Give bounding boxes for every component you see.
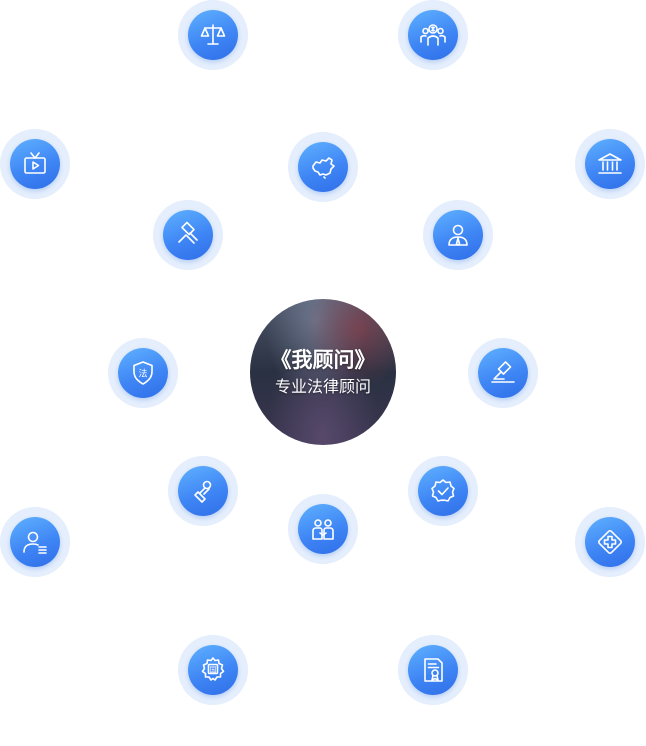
law-shield-text: 法 xyxy=(138,368,147,380)
finance-team-icon-glyph xyxy=(420,24,446,46)
tv-play-icon-glyph xyxy=(24,152,46,174)
china-map-icon-glyph xyxy=(312,157,335,179)
bank-building-icon[interactable] xyxy=(575,129,645,199)
gavel-icon-glyph xyxy=(178,221,198,244)
gavel-icon[interactable] xyxy=(153,200,223,270)
lawyer-icon[interactable] xyxy=(423,200,493,270)
user-list-icon-glyph xyxy=(23,531,47,554)
auction-hammer-icon[interactable] xyxy=(468,338,538,408)
bank-building-icon-circle xyxy=(585,139,635,189)
law-shield-icon[interactable]: 法 xyxy=(108,338,178,408)
stamp-icon-glyph xyxy=(194,480,212,503)
medical-cross-icon[interactable] xyxy=(575,507,645,577)
scales-icon[interactable] xyxy=(178,0,248,70)
certificate-icon-circle xyxy=(408,645,458,695)
brand-title: 《我顾问》 xyxy=(270,347,376,372)
verified-badge-icon-glyph xyxy=(431,479,455,502)
certificate-icon[interactable] xyxy=(398,635,468,705)
user-list-icon-circle xyxy=(10,517,60,567)
center-brand-circle[interactable]: 《我顾问》 专业法律顾问 xyxy=(250,299,396,445)
medical-cross-icon-circle xyxy=(585,517,635,567)
bank-building-icon-glyph xyxy=(598,153,622,174)
china-map-icon-circle xyxy=(298,142,348,192)
national-emblem-icon-circle: 国 xyxy=(188,645,238,695)
finance-team-icon[interactable] xyxy=(398,0,468,70)
partners-icon-circle xyxy=(298,504,348,554)
gavel-icon-circle xyxy=(163,210,213,260)
scales-icon-glyph xyxy=(200,24,226,45)
law-shield-icon-circle: 法 xyxy=(118,348,168,398)
law-shield-icon-glyph: 法 xyxy=(133,361,153,385)
user-list-icon[interactable] xyxy=(0,507,70,577)
tv-play-icon-circle xyxy=(10,139,60,189)
brand-subtitle: 专业法律顾问 xyxy=(274,376,371,396)
finance-team-icon-circle xyxy=(408,10,458,60)
verified-badge-icon[interactable] xyxy=(408,456,478,526)
medical-cross-icon-glyph xyxy=(598,530,622,554)
certificate-icon-glyph xyxy=(424,658,443,682)
partners-icon[interactable] xyxy=(288,494,358,564)
national-emblem-icon-glyph: 国 xyxy=(201,657,225,681)
scales-icon-circle xyxy=(188,10,238,60)
lawyer-icon-glyph xyxy=(448,224,468,246)
national-emblem-icon[interactable]: 国 xyxy=(178,635,248,705)
verified-badge-icon-circle xyxy=(418,466,468,516)
auction-hammer-icon-circle xyxy=(478,348,528,398)
china-map-icon[interactable] xyxy=(288,132,358,202)
tv-play-icon[interactable] xyxy=(0,129,70,199)
national-emblem-text: 国 xyxy=(210,666,217,674)
auction-hammer-icon-glyph xyxy=(491,361,515,383)
stamp-icon[interactable] xyxy=(168,456,238,526)
lawyer-icon-circle xyxy=(433,210,483,260)
partners-icon-glyph xyxy=(312,519,334,540)
stamp-icon-circle xyxy=(178,466,228,516)
